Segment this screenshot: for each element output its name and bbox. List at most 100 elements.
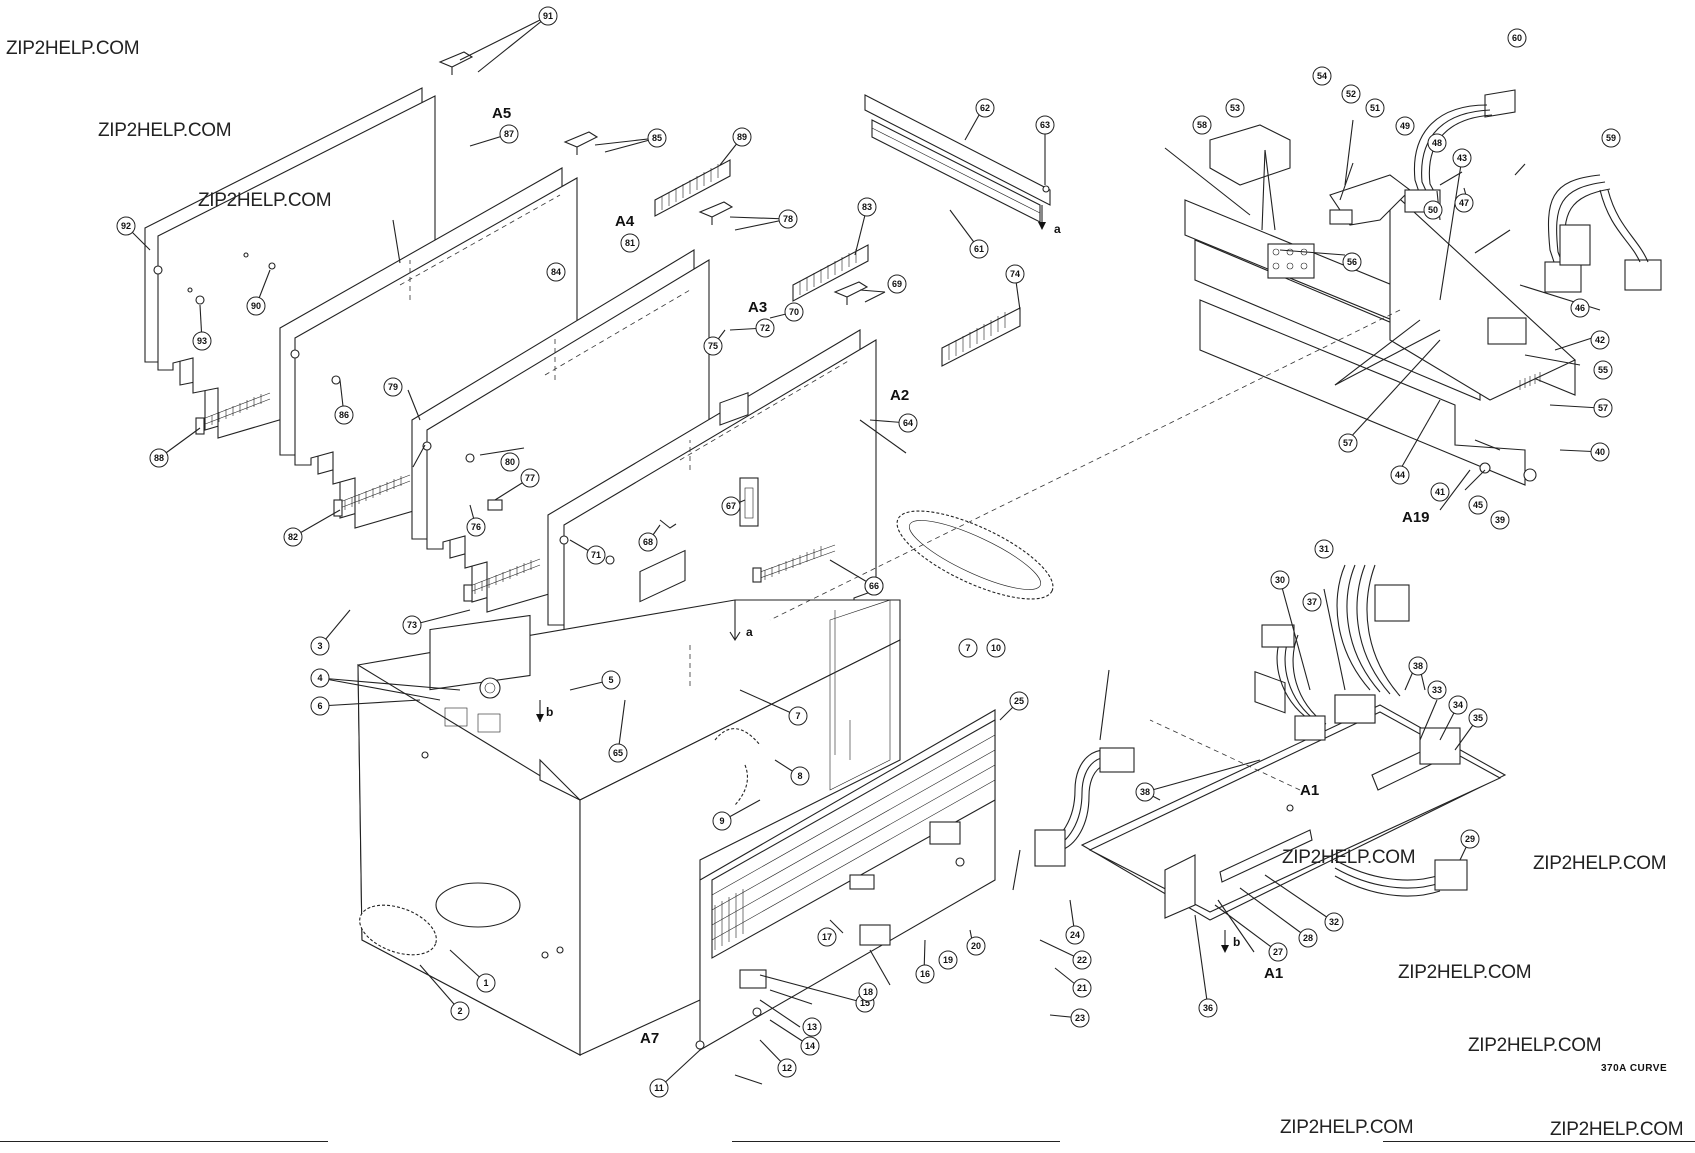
callout-number: 67 — [726, 501, 736, 511]
callout-number: 85 — [652, 133, 662, 143]
watermark-text: ZIP2HELP.COM — [6, 38, 140, 59]
callout-number: 47 — [1459, 198, 1469, 208]
watermark-text: ZIP2HELP.COM — [1550, 1119, 1684, 1140]
callout-group: 1 2 3 4 5 6 7 7 8 9 10 11 12 13 14 15 16… — [116, 6, 1621, 1098]
callout-number: 58 — [1197, 120, 1207, 130]
ribbon-cables-a19 — [1404, 89, 1662, 293]
callout-number: 75 — [708, 341, 718, 351]
main-chassis — [357, 549, 901, 1056]
callout-number: 24 — [1070, 930, 1080, 940]
arrow-label: b — [1233, 935, 1240, 949]
callout-number: 16 — [920, 969, 930, 979]
callout-number: 84 — [551, 267, 561, 277]
figure-caption: 370A CURVE — [1601, 1063, 1668, 1074]
callout-number: 23 — [1075, 1013, 1085, 1023]
callout-number: 7 — [795, 711, 800, 721]
callout-number: 8 — [797, 771, 802, 781]
callout-number: 76 — [471, 522, 481, 532]
callout-number: 83 — [862, 202, 872, 212]
watermark-text: ZIP2HELP.COM — [98, 120, 232, 141]
watermark-text: ZIP2HELP.COM — [1282, 847, 1416, 868]
callout-number: 5 — [608, 675, 613, 685]
callout-number: 88 — [154, 453, 164, 463]
callout-number: 81 — [625, 238, 635, 248]
callout-number: 78 — [783, 214, 793, 224]
callout-number: 87 — [504, 129, 514, 139]
callout-number: 1 — [483, 978, 488, 988]
assembly-label: A4 — [615, 213, 635, 230]
assembly-label: A19 — [1402, 509, 1430, 526]
callout-number: 54 — [1317, 71, 1327, 81]
watermark-text: ZIP2HELP.COM — [1468, 1035, 1602, 1056]
callout-number: 25 — [1014, 696, 1024, 706]
ribbon-cables-a1 — [1034, 564, 1468, 897]
assembly-label: A3 — [748, 299, 767, 316]
callout-number: 53 — [1230, 103, 1240, 113]
callout-number: 74 — [1010, 269, 1020, 279]
callout-number: 40 — [1595, 447, 1605, 457]
callout-number: 33 — [1432, 685, 1442, 695]
callout-number: 59 — [1606, 133, 1616, 143]
footer-rule — [0, 1141, 328, 1142]
callout-number: 29 — [1465, 834, 1475, 844]
callout-number: 51 — [1370, 103, 1380, 113]
footer-rule — [732, 1141, 1060, 1142]
callout-number: 27 — [1273, 947, 1283, 957]
callout-number: 38 — [1140, 787, 1150, 797]
arrow-letters: a a b b — [546, 222, 1240, 949]
callout-number: 2 — [457, 1006, 462, 1016]
callout-number: 41 — [1435, 487, 1445, 497]
callout-number: 31 — [1319, 544, 1329, 554]
callout-number: 22 — [1077, 955, 1087, 965]
footer-rule — [1383, 1141, 1695, 1142]
callout-number: 70 — [789, 307, 799, 317]
callout-number: 28 — [1303, 933, 1313, 943]
callout-number: 66 — [869, 581, 879, 591]
callout-number: 61 — [974, 244, 984, 254]
callout-number: 4 — [317, 673, 322, 683]
callout-number: 92 — [121, 221, 131, 231]
callout-number: 89 — [737, 132, 747, 142]
callout-number: 86 — [339, 410, 349, 420]
callout-number: 50 — [1428, 205, 1438, 215]
callout-number: 57 — [1598, 403, 1608, 413]
callout-number: 11 — [654, 1083, 664, 1093]
callout-number: 45 — [1473, 500, 1483, 510]
arrow-label: b — [546, 705, 553, 719]
callout-number: 18 — [863, 987, 873, 997]
circuit-board-a19 — [1184, 124, 1576, 714]
callout-number: 65 — [613, 748, 623, 758]
callout-number: 79 — [388, 382, 398, 392]
callout-number: 21 — [1077, 983, 1087, 993]
callout-number: 56 — [1347, 257, 1357, 267]
heat-sink-assembly-a7 — [695, 709, 996, 1051]
callout-number: 64 — [903, 418, 913, 428]
callout-number: 46 — [1575, 303, 1585, 313]
callout-number: 15 — [860, 998, 870, 1008]
callout-number: 14 — [805, 1041, 815, 1051]
callout-number: 35 — [1473, 713, 1483, 723]
callout-number: 60 — [1512, 33, 1522, 43]
assembly-label: A7 — [640, 1030, 659, 1047]
callout-number: 7 — [965, 643, 970, 653]
assembly-labels: A5 A4 A3 A2 A19 A1 A1 A7 — [492, 105, 1430, 1047]
callout-number: 62 — [980, 103, 990, 113]
callout-number: 20 — [971, 941, 981, 951]
callout-number: 52 — [1346, 89, 1356, 99]
callout-number: 63 — [1040, 120, 1050, 130]
edge-connectors — [654, 159, 1021, 367]
callout-number: 34 — [1453, 700, 1463, 710]
arrow-label: a — [1054, 222, 1061, 236]
assembly-label: A1 — [1300, 782, 1319, 799]
callout-number: 49 — [1400, 121, 1410, 131]
watermark-text: ZIP2HELP.COM — [1533, 853, 1667, 874]
callout-number: 57 — [1343, 438, 1353, 448]
callout-number: 3 — [317, 641, 322, 651]
assembly-label: A2 — [890, 387, 909, 404]
callout-number: 36 — [1203, 1003, 1213, 1013]
assembly-label: A1 — [1264, 965, 1283, 982]
watermark-text: ZIP2HELP.COM — [198, 190, 332, 211]
alignment-lines — [689, 309, 1401, 791]
